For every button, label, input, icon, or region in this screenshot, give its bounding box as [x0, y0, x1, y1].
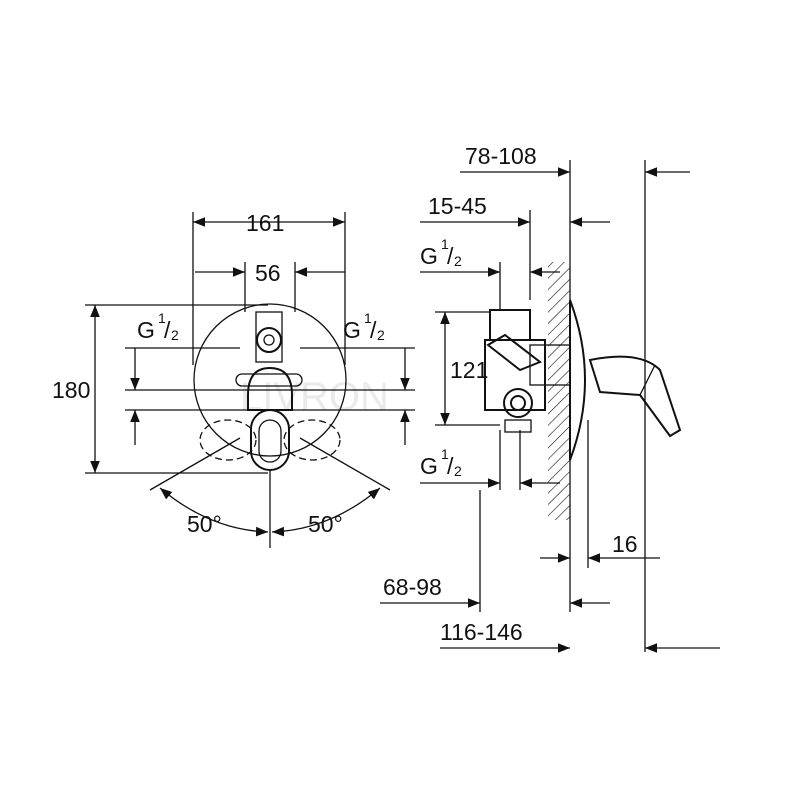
svg-text:2: 2 [171, 327, 179, 343]
dim-116-146: 116-146 [440, 619, 523, 645]
svg-text:G: G [137, 317, 155, 343]
dim-121: 121 [450, 357, 488, 383]
thread-label-right: G 1 / 2 [343, 310, 385, 343]
svg-text:G: G [343, 317, 361, 343]
wall-hatch [548, 262, 570, 520]
side-view: 78-108 15-45 G 1 / 2 121 G 1 / 2 16 68-9… [380, 143, 720, 653]
svg-text:1: 1 [441, 446, 449, 462]
svg-text:G: G [420, 243, 438, 269]
svg-text:2: 2 [377, 327, 385, 343]
thread-label-left: G 1 / 2 [137, 310, 179, 343]
svg-text:2: 2 [454, 463, 462, 479]
svg-text:1: 1 [441, 236, 449, 252]
svg-text:/: / [447, 243, 454, 269]
svg-text:/: / [447, 453, 454, 479]
dim-78-108: 78-108 [465, 143, 537, 169]
svg-text:2: 2 [454, 253, 462, 269]
svg-text:/: / [164, 317, 171, 343]
svg-text:G: G [420, 453, 438, 479]
cover-plate [193, 303, 347, 457]
front-view: 161 56 180 G 1 / 2 G 1 / 2 50° 50° [52, 210, 415, 548]
valve-body [489, 309, 531, 341]
dim-68-98: 68-98 [383, 574, 442, 600]
dim-180: 180 [52, 377, 90, 403]
svg-text:1: 1 [364, 310, 372, 326]
thread-label-bottom: G 1 / 2 [420, 446, 462, 479]
dim-15-45: 15-45 [428, 193, 487, 219]
svg-text:/: / [370, 317, 377, 343]
dim-161: 161 [246, 210, 284, 236]
cover-plate-side [569, 299, 586, 461]
thread-label-top: G 1 / 2 [420, 236, 462, 269]
angle-left: 50° [187, 511, 222, 537]
svg-text:1: 1 [158, 310, 166, 326]
lever-handle-side [588, 355, 682, 438]
dim-56: 56 [255, 260, 281, 286]
dim-16: 16 [612, 531, 638, 557]
angle-right: 50° [308, 511, 343, 537]
